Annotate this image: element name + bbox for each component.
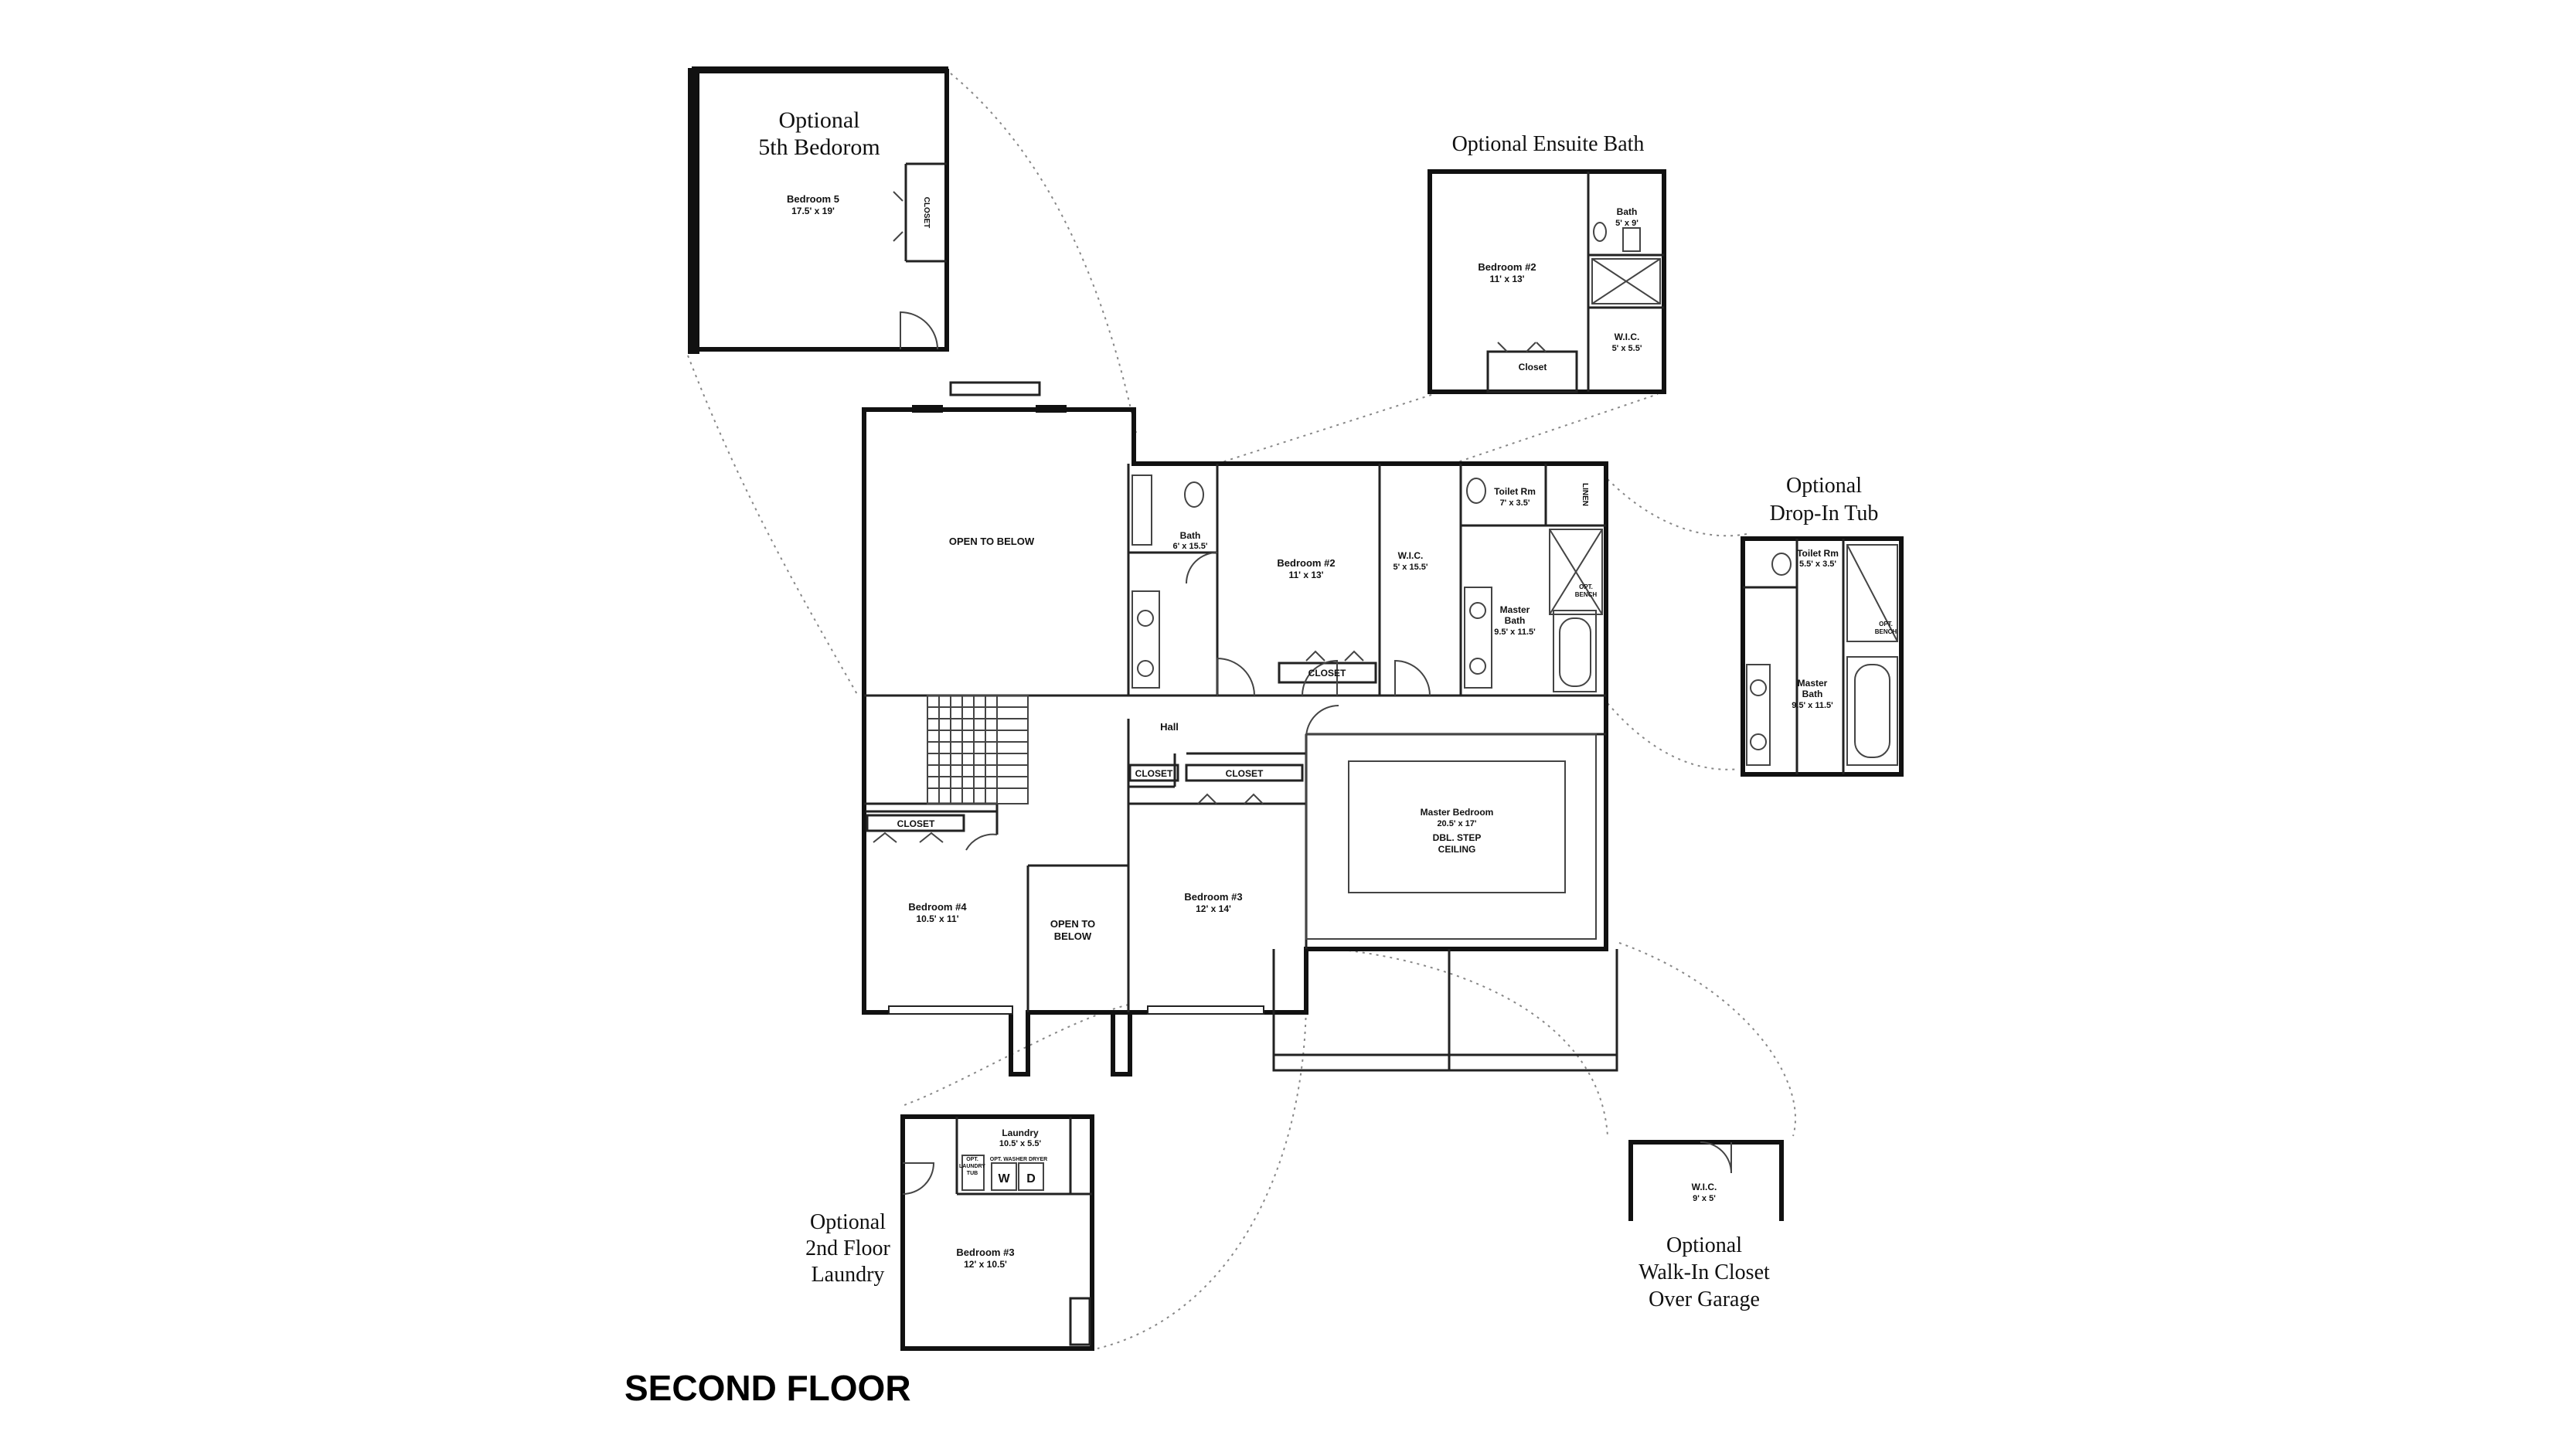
dropin-master-bath-size: 9.5' x 11.5' (1792, 701, 1833, 710)
open-to-below-small-1: OPEN TO (1050, 918, 1095, 930)
open-to-below-label: OPEN TO BELOW (949, 536, 1035, 547)
callout-fifth-bedroom-line2: 5th Bedorom (758, 134, 880, 160)
optional-ensuite-bath: Optional Ensuite Bath Bedroom #2 11' x 1… (1428, 132, 1666, 394)
bedroom2-label: Bedroom #2 (1277, 557, 1335, 569)
callout-laundry-line2: 2nd Floor (805, 1236, 890, 1260)
dropin-toilet-rm-size: 5.5' x 3.5' (1799, 560, 1836, 569)
callout-wic-line2: Walk-In Closet (1638, 1260, 1770, 1284)
master-bath-label-2: Bath (1505, 615, 1526, 626)
dropin-opt-bench-2: BENCH (1875, 628, 1897, 635)
optional-laundry: Optional 2nd Floor Laundry Laundry 10.5'… (805, 1114, 1094, 1351)
washer-label: W (998, 1172, 1010, 1185)
master-bedroom-size: 20.5' x 17' (1437, 819, 1476, 828)
dropin-toilet-rm-label: Toilet Rm (1797, 548, 1839, 559)
open-to-below-small-2: BELOW (1054, 930, 1092, 942)
bedroom5-closet-label: CLOSET (922, 197, 931, 229)
master-bedroom-note-2: CEILING (1438, 844, 1476, 855)
opt-wic-label: W.I.C. (1692, 1182, 1717, 1192)
ensuite-bath-label: Bath (1617, 206, 1638, 217)
wic-size: 5' x 15.5' (1393, 563, 1428, 572)
ensuite-bedroom2-label: Bedroom #2 (1478, 261, 1536, 273)
bedroom2-size: 11' x 13' (1288, 570, 1323, 580)
callout-fifth-bedroom-line1: Optional (779, 107, 860, 133)
bedroom3-label: Bedroom #3 (1184, 891, 1242, 903)
master-bedroom-label: Master Bedroom (1421, 807, 1494, 818)
bedroom4-label: Bedroom #4 (908, 901, 967, 913)
toilet-rm-label: Toilet Rm (1494, 486, 1536, 497)
ensuite-bath-size: 5' x 9' (1615, 219, 1638, 228)
bedroom3-size: 12' x 14' (1196, 903, 1231, 914)
bath-label: Bath (1180, 530, 1201, 541)
callout-drop-in-tub-line2: Drop-In Tub (1770, 502, 1879, 526)
ensuite-closet-label: Closet (1519, 362, 1547, 372)
optional-fifth-bedroom: Optional 5th Bedorom Bedroom 5 17.5' x 1… (688, 66, 949, 354)
optional-drop-in-tub: Optional Drop-In Tub Toilet Rm 5.5' x 3.… (1741, 474, 1904, 777)
callout-wic-line1: Optional (1666, 1233, 1742, 1257)
laundry-tub-label-1: OPT. (966, 1157, 978, 1162)
bedroom4-closet-label: CLOSET (897, 818, 935, 829)
laundry-bedroom3-size: 12' x 10.5' (964, 1259, 1007, 1270)
laundry-size: 10.5' x 5.5' (999, 1139, 1042, 1148)
opt-bench-label-2: BENCH (1575, 591, 1598, 598)
optional-walk-in-closet: W.I.C. 9' x 5' Optional Walk-In Closet O… (1628, 1140, 1784, 1311)
callout-drop-in-tub-line1: Optional (1786, 474, 1862, 498)
hall-closet-label: CLOSET (1135, 768, 1173, 779)
master-bedroom-note-1: DBL. STEP (1433, 832, 1482, 843)
page-title: SECOND FLOOR (624, 1368, 911, 1408)
callout-ensuite-bath: Optional Ensuite Bath (1452, 132, 1645, 156)
laundry-tub-label-2: LAUNDRY (959, 1164, 985, 1169)
ensuite-wic-size: 5' x 5.5' (1612, 344, 1642, 353)
hall-label: Hall (1160, 721, 1179, 733)
washer-dryer-label: OPT. WASHER DRYER (990, 1157, 1047, 1162)
bedroom5-label: Bedroom 5 (787, 193, 839, 205)
bedroom3-closet-label: CLOSET (1226, 768, 1264, 779)
master-bath-size: 9.5' x 11.5' (1494, 628, 1536, 637)
bedroom4-size: 10.5' x 11' (916, 913, 958, 924)
bedroom2-closet-label: CLOSET (1308, 668, 1346, 679)
staircase (927, 695, 1029, 804)
ensuite-wic-label: W.I.C. (1615, 332, 1640, 342)
bath-size: 6' x 15.5' (1173, 542, 1208, 551)
callout-links (687, 73, 1797, 1349)
opt-bench-label-1: OPT. (1579, 583, 1593, 590)
laundry-bedroom3-label: Bedroom #3 (956, 1247, 1014, 1258)
callout-wic-line3: Over Garage (1649, 1287, 1760, 1311)
dryer-label: D (1026, 1172, 1036, 1185)
callout-laundry-line3: Laundry (812, 1263, 885, 1287)
laundry-tub-label-3: TUB (967, 1171, 978, 1176)
dropin-master-bath-label-1: Master (1798, 678, 1828, 689)
bedroom5-size: 17.5' x 19' (791, 206, 835, 216)
ensuite-bedroom2-size: 11' x 13' (1489, 274, 1524, 284)
master-bath-label-1: Master (1500, 604, 1530, 615)
main-floor-plan: OPEN TO BELOW Bath 6' x 15.5' Bedroom #2… (862, 381, 1618, 1077)
wic-label: W.I.C. (1398, 550, 1424, 561)
dropin-opt-bench-1: OPT. (1879, 621, 1893, 628)
opt-wic-size: 9' x 5' (1693, 1194, 1716, 1203)
toilet-rm-size: 7' x 3.5' (1500, 498, 1530, 508)
laundry-label: Laundry (1002, 1128, 1039, 1138)
dropin-master-bath-label-2: Bath (1802, 689, 1823, 699)
callout-laundry-line1: Optional (810, 1210, 886, 1234)
linen-label: LINEN (1581, 483, 1589, 506)
